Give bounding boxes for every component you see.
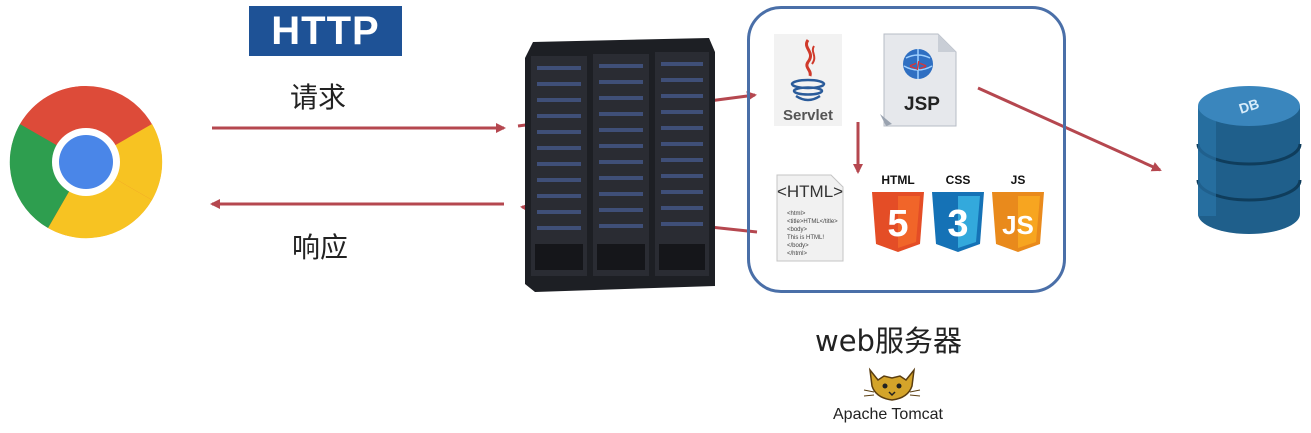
database-icon: DB: [1196, 86, 1302, 234]
html5-number: 5: [887, 203, 908, 245]
jsp-label: JSP: [904, 94, 940, 115]
css3-name: CSS: [946, 173, 971, 187]
jsp-icon: </> JSP: [880, 33, 957, 127]
js-icon: JS JS: [992, 173, 1044, 252]
html-doc-line: <html>: [787, 211, 806, 217]
web-server-box: [747, 6, 1066, 293]
html-doc-line: This is HTML!: [787, 235, 824, 241]
js-number: JS: [1002, 210, 1034, 240]
db-label: DB: [1237, 95, 1261, 116]
html-doc-line: <title>HTML</title>: [787, 219, 838, 225]
html5-name: HTML: [881, 173, 914, 187]
html5-icon: HTML 5: [872, 173, 924, 252]
response-label: 响应: [292, 231, 349, 264]
jsp-to-db-arrow: [977, 86, 1162, 172]
html-document-icon: <HTML> <html> <title>HTML</title> <body>…: [776, 174, 844, 262]
server-rack-icon: [525, 38, 715, 292]
tomcat-logo-icon: [863, 367, 921, 401]
web-server-label: web服务器: [815, 324, 962, 358]
servlet-label: Servlet: [783, 107, 833, 124]
request-label: 请求: [290, 81, 347, 114]
servlet-icon: Servlet: [774, 34, 842, 126]
tomcat-label: Apache Tomcat: [833, 406, 943, 423]
http-badge: HTTP: [249, 6, 402, 56]
js-name: JS: [1011, 173, 1026, 187]
html-doc-line: <body>: [787, 227, 808, 233]
chrome-browser-icon: [9, 85, 163, 239]
html-doc-line: </body>: [787, 243, 809, 249]
html-doc-line: </html>: [787, 251, 808, 257]
css3-number: 3: [947, 203, 968, 245]
css3-icon: CSS 3: [932, 173, 984, 252]
html-doc-title: <HTML>: [777, 182, 843, 201]
jsp-code-symbol: </>: [909, 59, 926, 73]
web-tech-icons: HTML 5 CSS 3 JS JS: [872, 173, 1044, 252]
